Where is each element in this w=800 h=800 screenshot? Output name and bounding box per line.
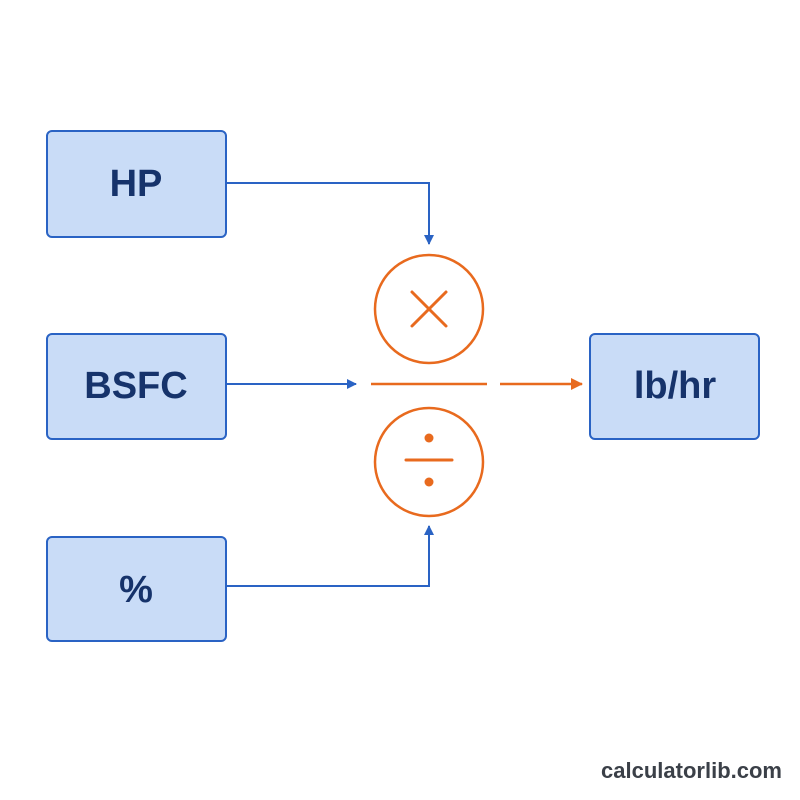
- input-box-percent: %: [46, 536, 227, 642]
- connector-percent-to-divide: [226, 525, 434, 587]
- multiply-icon: [410, 290, 448, 328]
- input-box-hp: HP: [46, 130, 227, 238]
- connector-hp-to-multiply: [226, 182, 434, 245]
- output-label: lb/hr: [634, 365, 717, 407]
- divide-icon: [404, 433, 454, 487]
- input-box-bsfc: BSFC: [46, 333, 227, 440]
- multiply-operator: [373, 253, 485, 365]
- watermark: calculatorlib.com: [601, 758, 782, 783]
- output-box: lb/hr: [589, 333, 760, 440]
- divide-operator: [373, 406, 485, 518]
- input-label-percent: %: [119, 569, 153, 611]
- input-label-bsfc: BSFC: [84, 365, 187, 407]
- input-label-hp: HP: [110, 163, 163, 205]
